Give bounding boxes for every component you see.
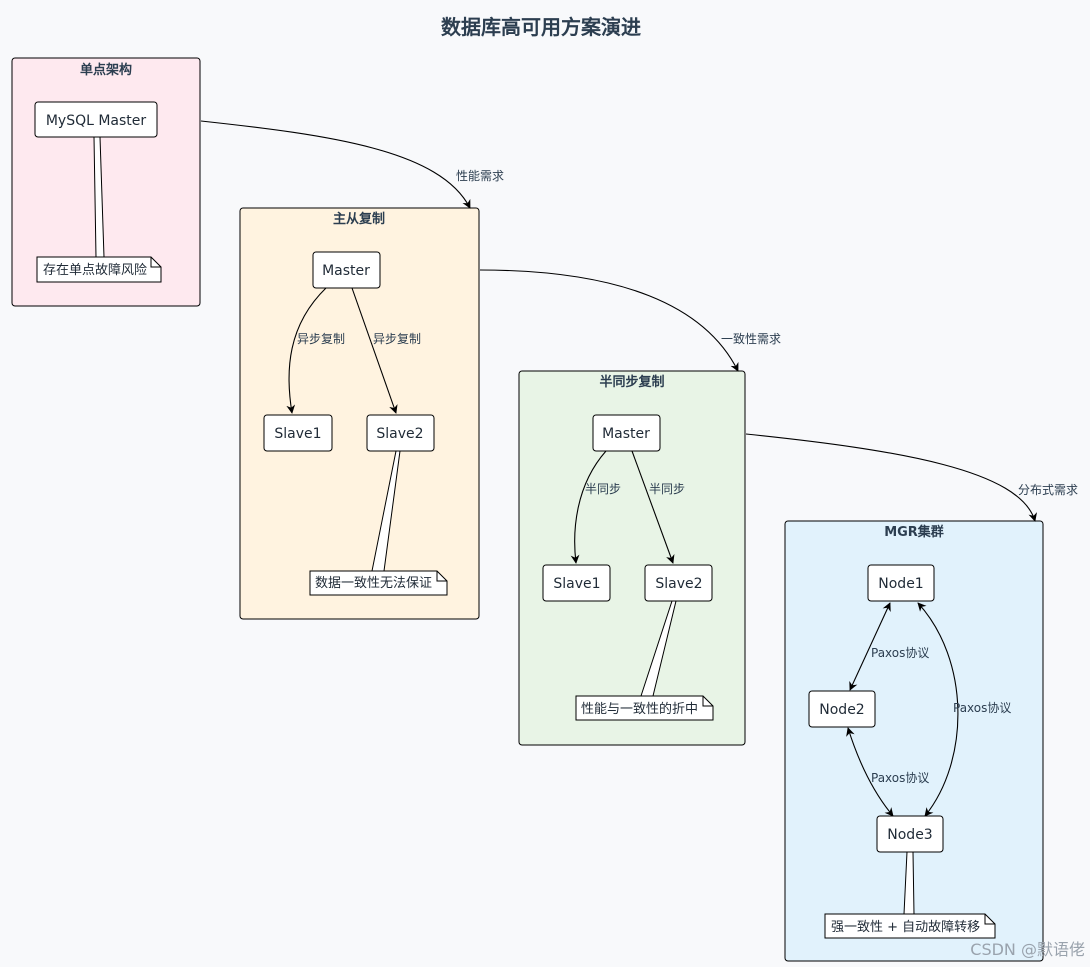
edge-ms-master-slave2 — [351, 287, 398, 414]
node-mgr-node3-label: Node3 — [887, 827, 932, 843]
node-mgr-node1-label: Node1 — [878, 576, 923, 592]
edge-mgr-label-23: Paxos协议 — [871, 770, 929, 785]
note-mgr: 强一致性 + 自动故障转移 — [824, 913, 996, 939]
node-ms-master-label: Master — [322, 263, 370, 279]
cluster-master-slave-title: 主从复制 — [333, 211, 385, 227]
edge-ss-label-1: 半同步 — [585, 482, 621, 496]
edge-transition-consistency-label: 一致性需求 — [721, 332, 781, 346]
edge-ss-master-slave2 — [631, 450, 675, 564]
edge-mgr-node2-node3 — [846, 727, 894, 817]
cluster-semi-sync-title: 半同步复制 — [599, 374, 664, 390]
edge-mgr-node1-node3 — [917, 602, 959, 817]
edge-ss-master-slave1 — [570, 450, 607, 564]
node-mgr-node1[interactable]: Node1 — [867, 564, 935, 602]
edge-ms-label-2: 异步复制 — [373, 332, 421, 346]
edge-mgr-node1-node2 — [849, 602, 891, 691]
cluster-single: 单点架构 MySQL Master 存在单点故障风险 — [11, 57, 201, 307]
cluster-semi-sync: 半同步复制 半同步 半同步 Master Slave1 Slave2 性能与一致… — [518, 370, 746, 746]
edge-transition-performance-label: 性能需求 — [456, 169, 504, 183]
edge-ms-master-slave1 — [286, 287, 327, 414]
edge-transition-performance — [200, 120, 471, 209]
node-ss-master-label: Master — [602, 426, 650, 442]
node-ms-slave1[interactable]: Slave1 — [263, 414, 333, 452]
edge-ms-label-1: 异步复制 — [297, 332, 345, 346]
node-mgr-node3[interactable]: Node3 — [876, 815, 944, 853]
cluster-master-slave-box — [239, 207, 480, 620]
node-single-master[interactable]: MySQL Master — [34, 101, 158, 138]
cluster-semi-sync-box — [518, 370, 746, 746]
note-single-text: 存在单点故障风险 — [43, 263, 147, 278]
node-ms-slave1-label: Slave1 — [274, 426, 321, 442]
cluster-mgr: MGR集群 Paxos协议 Paxos协议 Paxos协议 Node1 Node… — [784, 520, 1044, 962]
edge-mgr-label-12: Paxos协议 — [871, 645, 929, 660]
note-semi-sync: 性能与一致性的折中 — [575, 695, 714, 721]
edge-transition-consistency — [479, 269, 739, 372]
node-ss-master[interactable]: Master — [592, 414, 661, 452]
node-mgr-node2-label: Node2 — [819, 702, 864, 718]
node-mgr-node2[interactable]: Node2 — [808, 690, 876, 728]
node-ss-slave2-label: Slave2 — [655, 576, 702, 592]
edge-transition-distributed — [745, 433, 1037, 522]
cluster-mgr-title: MGR集群 — [884, 524, 944, 540]
node-ms-slave2[interactable]: Slave2 — [366, 414, 435, 452]
note-semi-sync-text: 性能与一致性的折中 — [581, 701, 698, 717]
node-ms-slave2-label: Slave2 — [376, 426, 423, 442]
note-master-slave-text: 数据一致性无法保证 — [315, 576, 432, 591]
node-single-master-label: MySQL Master — [46, 113, 147, 129]
edge-mgr-label-13: Paxos协议 — [953, 700, 1011, 715]
node-ss-slave1[interactable]: Slave1 — [542, 564, 611, 602]
diagram-title: 数据库高可用方案演进 — [441, 15, 641, 39]
cluster-master-slave: 主从复制 异步复制 异步复制 Master Slave1 Slave2 数据一致… — [239, 207, 480, 620]
note-master-slave: 数据一致性无法保证 — [309, 570, 448, 596]
cluster-single-title: 单点架构 — [80, 62, 132, 78]
node-ss-slave2[interactable]: Slave2 — [644, 564, 713, 602]
node-ss-slave1-label: Slave1 — [553, 576, 600, 592]
watermark-text: CSDN @默语佬 — [970, 940, 1085, 959]
note-single: 存在单点故障风险 — [36, 256, 162, 283]
edge-ss-label-2: 半同步 — [649, 482, 685, 496]
edge-transition-distributed-label: 分布式需求 — [1018, 483, 1078, 497]
node-ms-master[interactable]: Master — [312, 251, 381, 289]
note-mgr-text: 强一致性 + 自动故障转移 — [831, 920, 980, 935]
